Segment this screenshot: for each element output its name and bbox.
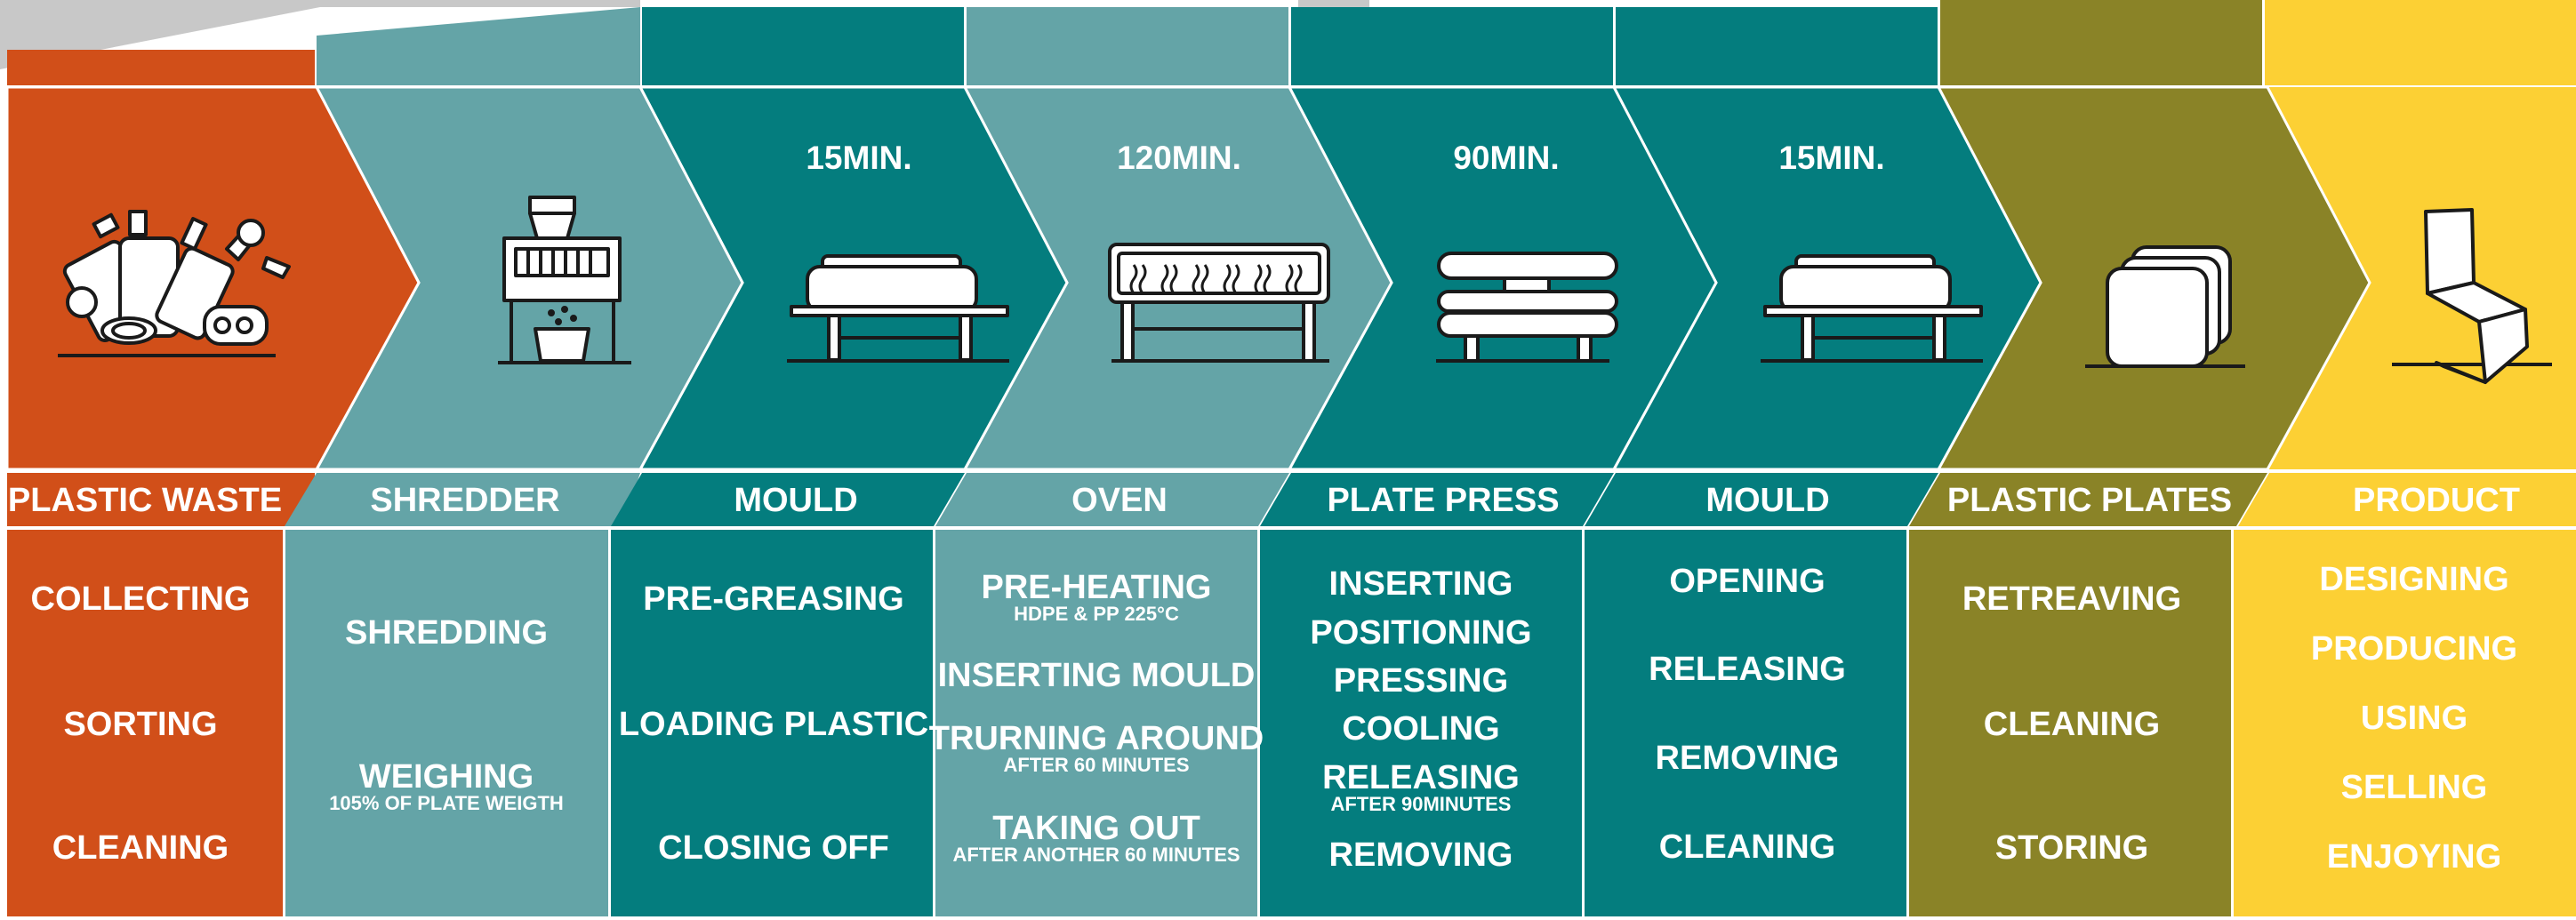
steps-panel-plastic-waste	[7, 530, 283, 916]
label-bg-mould-1	[611, 473, 965, 526]
stage-label-plate-press: PLATE PRESS	[1327, 482, 1559, 519]
top-grey-banner-right	[1298, 0, 1369, 7]
header-strip-product	[2265, 0, 2576, 85]
label-bg-plate-press	[1260, 473, 1614, 526]
steps-list-plate-press: INSERTING POSITIONING PRESSING COOLING RELEA…	[1310, 565, 1531, 874]
step-text: RELEASING	[1649, 651, 1846, 688]
step-text: DESIGNING	[2319, 561, 2508, 598]
step-text: SELLING	[2341, 769, 2488, 806]
steps-list-plastic-waste: COLLECTING SORTING CLEANING	[31, 580, 251, 867]
time-label-mould-1: 15MIN.	[806, 140, 911, 176]
step-text: TRURNING AROUND	[929, 720, 1264, 757]
steps-panel-mould-1	[611, 530, 933, 916]
step-note: AFTER 90MINUTES	[1331, 793, 1512, 815]
header-strip-shredder	[317, 7, 640, 85]
time-labels: 15MIN. 120MIN. 90MIN. 15MIN.	[806, 140, 1884, 176]
step-text: CLOSING OFF	[658, 829, 889, 867]
stage-label-mould-1: MOULD	[734, 482, 857, 519]
steps-list-plastic-plates: RETREAVING CLEANING STORING	[1962, 580, 2181, 867]
header-strip-orange	[7, 50, 315, 85]
step-text: PRESSING	[1334, 662, 1508, 700]
step-text: RETREAVING	[1962, 580, 2181, 618]
label-bg-oven	[935, 473, 1289, 526]
header-strip-plastic-plates	[1940, 0, 2262, 85]
stage-label-product: PRODUCT	[2353, 482, 2520, 519]
step-text: CLEANING	[1659, 828, 1835, 866]
step-text: PRE-GREASING	[643, 580, 903, 618]
stage-label-mould-2: MOULD	[1705, 482, 1829, 519]
mould-icon	[1761, 254, 1983, 363]
step-text: ENJOYING	[2327, 838, 2501, 876]
step-note: 105% OF PLATE WEIGTH	[329, 792, 564, 814]
time-label-oven: 120MIN.	[1117, 140, 1241, 176]
top-grey-banner	[0, 0, 640, 69]
step-text: INSERTING	[1329, 565, 1513, 603]
step-text: REMOVING	[1656, 740, 1840, 777]
header-strip-plate-press	[1291, 7, 1613, 85]
step-text: CLEANING	[1984, 706, 2160, 743]
label-bg-product	[2238, 473, 2576, 526]
label-bg-plastic-waste	[7, 473, 315, 526]
step-text: INSERTING MOULD	[938, 657, 1256, 694]
step-text: LOADING PLASTIC	[619, 706, 928, 743]
label-bg-plastic-plates	[1909, 473, 2267, 526]
steps-panel-plastic-plates	[1909, 530, 2231, 916]
steps-panel-oven	[935, 530, 1257, 916]
header-strip-row	[7, 0, 2576, 85]
steps-panel-mould-2	[1585, 530, 1906, 916]
step-text: PRODUCING	[2311, 630, 2517, 668]
step-note: HDPE & PP 225°C	[1014, 603, 1179, 625]
plastic-waste-icon	[58, 210, 291, 357]
chair-product-icon	[2392, 208, 2552, 384]
step-text: STORING	[1995, 829, 2148, 867]
steps-list-product: DESIGNING PRODUCING USING SELLING ENJOYING	[2311, 561, 2517, 876]
mould-icon	[787, 254, 1009, 363]
steps-panel-product	[2234, 530, 2576, 916]
step-note: AFTER 60 MINUTES	[1003, 754, 1189, 776]
chevron-band	[5, 85, 2576, 471]
step-note: AFTER ANOTHER 60 MINUTES	[952, 844, 1240, 866]
steps-band	[7, 530, 2576, 916]
header-strip-mould-2	[1616, 7, 1938, 85]
time-label-mould-2: 15MIN.	[1778, 140, 1884, 176]
step-text: PRE-HEATING	[982, 569, 1212, 606]
steps-panel-shredder	[285, 530, 608, 916]
label-bg-mould-2	[1585, 473, 1938, 526]
stage-label-plastic-waste: PLASTIC WASTE	[8, 482, 282, 519]
stage-label-shredder: SHREDDER	[370, 482, 559, 519]
stage-label-oven: OVEN	[1071, 482, 1168, 519]
step-text: TAKING OUT	[992, 810, 1200, 847]
step-text: OPENING	[1669, 563, 1825, 600]
step-text: CLEANING	[52, 829, 229, 867]
header-strip-oven	[967, 7, 1288, 85]
stage-label-plastic-plates: PLASTIC PLATES	[1947, 482, 2232, 519]
step-text: COLLECTING	[31, 580, 251, 618]
step-text: USING	[2361, 700, 2468, 737]
time-label-plate-press: 90MIN.	[1453, 140, 1559, 176]
step-text: COOLING	[1342, 710, 1499, 748]
step-text: SHREDDING	[345, 614, 548, 652]
plate-press-icon	[1436, 252, 1618, 363]
steps-list-mould-1: PRE-GREASING LOADING PLASTIC CLOSING OFF	[619, 580, 928, 867]
step-text: POSITIONING	[1310, 614, 1531, 652]
label-band: PLASTIC WASTE SHREDDER MOULD OVEN PLATE …	[7, 473, 2576, 526]
header-strip-mould-1	[642, 7, 964, 85]
oven-icon	[1108, 243, 1330, 363]
steps-list-mould-2: OPENING RELEASING REMOVING CLEANING	[1649, 563, 1846, 866]
step-text: REMOVING	[1329, 836, 1513, 874]
plastic-plates-icon	[2085, 245, 2245, 368]
label-bg-shredder	[285, 473, 640, 526]
steps-panel-plate-press	[1260, 530, 1582, 916]
step-text: SORTING	[63, 706, 217, 743]
shredder-icon	[498, 196, 631, 364]
step-text: WEIGHING	[359, 758, 534, 796]
step-text: RELEASING	[1322, 759, 1520, 796]
